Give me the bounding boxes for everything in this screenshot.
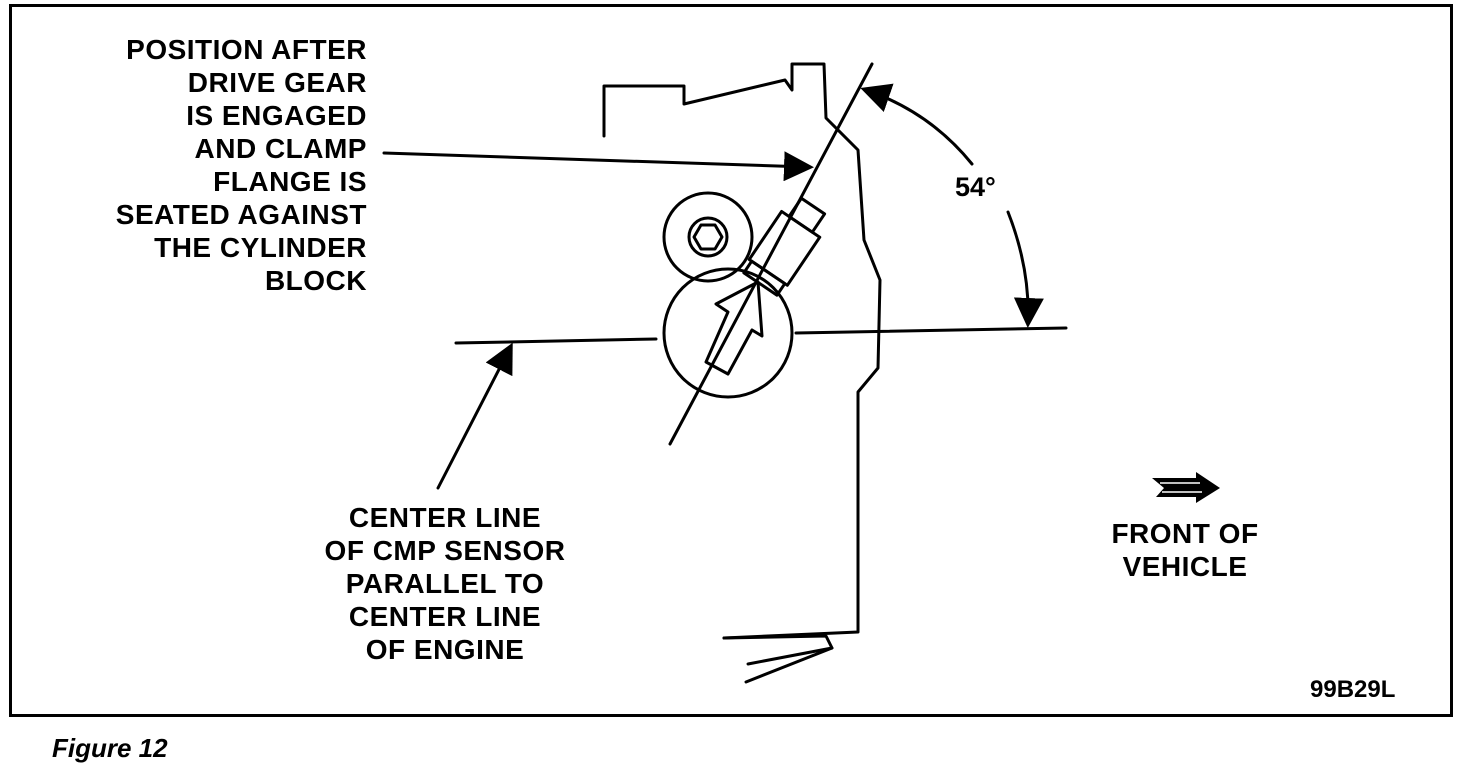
hex-bolt-icon	[692, 223, 724, 251]
centerline-label-line: PARALLEL TO	[345, 568, 545, 599]
position-label-line: AND CLAMP	[194, 133, 367, 164]
sensor-center-line	[668, 62, 874, 446]
centerline-label-line: CENTER LINE	[348, 502, 542, 533]
centerline-label-line: OF CMP SENSOR	[324, 535, 566, 566]
horizontal-reference-line	[794, 326, 1068, 335]
position-label-line: THE CYLINDER	[154, 232, 367, 263]
position-label: POSITION AFTER DRIVE GEAR IS ENGAGED AND…	[70, 33, 367, 297]
angle-label: 54°	[955, 172, 996, 202]
centerline-label-line: OF ENGINE	[365, 634, 525, 665]
position-label-line: POSITION AFTER	[126, 34, 367, 65]
front-label-line: VEHICLE	[1122, 551, 1248, 582]
lower-gear	[662, 267, 794, 399]
engine-center-line-left	[454, 337, 658, 345]
position-label-line: DRIVE GEAR	[187, 67, 367, 98]
angle-arc-lower	[1006, 210, 1044, 328]
position-leader-arrow	[382, 151, 814, 182]
front-of-vehicle-label: FRONT OF VEHICLE	[1080, 517, 1290, 583]
figure-caption: Figure 12	[52, 733, 168, 763]
lower-block-edge-2	[744, 646, 834, 684]
centerline-label: CENTER LINE OF CMP SENSOR PARALLEL TO CE…	[290, 501, 600, 666]
figure-code: 99B29L	[1310, 676, 1396, 703]
angle-arc-upper	[860, 83, 974, 166]
position-label-line: SEATED AGAINST	[115, 199, 367, 230]
sensor-direction-arrow	[704, 280, 764, 376]
position-label-line: BLOCK	[264, 265, 367, 296]
centerline-leader-arrow	[436, 342, 513, 490]
position-label-line: IS ENGAGED	[186, 100, 367, 131]
front-label-line: FRONT OF	[1111, 518, 1259, 549]
position-label-line: FLANGE IS	[213, 166, 367, 197]
centerline-label-line: CENTER LINE	[348, 601, 542, 632]
upper-gear	[662, 191, 754, 283]
lower-block-edge	[722, 634, 834, 666]
direction-arrow-icon	[1152, 472, 1220, 503]
engine-block-outline	[602, 62, 882, 640]
figure-frame	[9, 4, 1453, 717]
hex-bolt-washer	[687, 216, 729, 258]
